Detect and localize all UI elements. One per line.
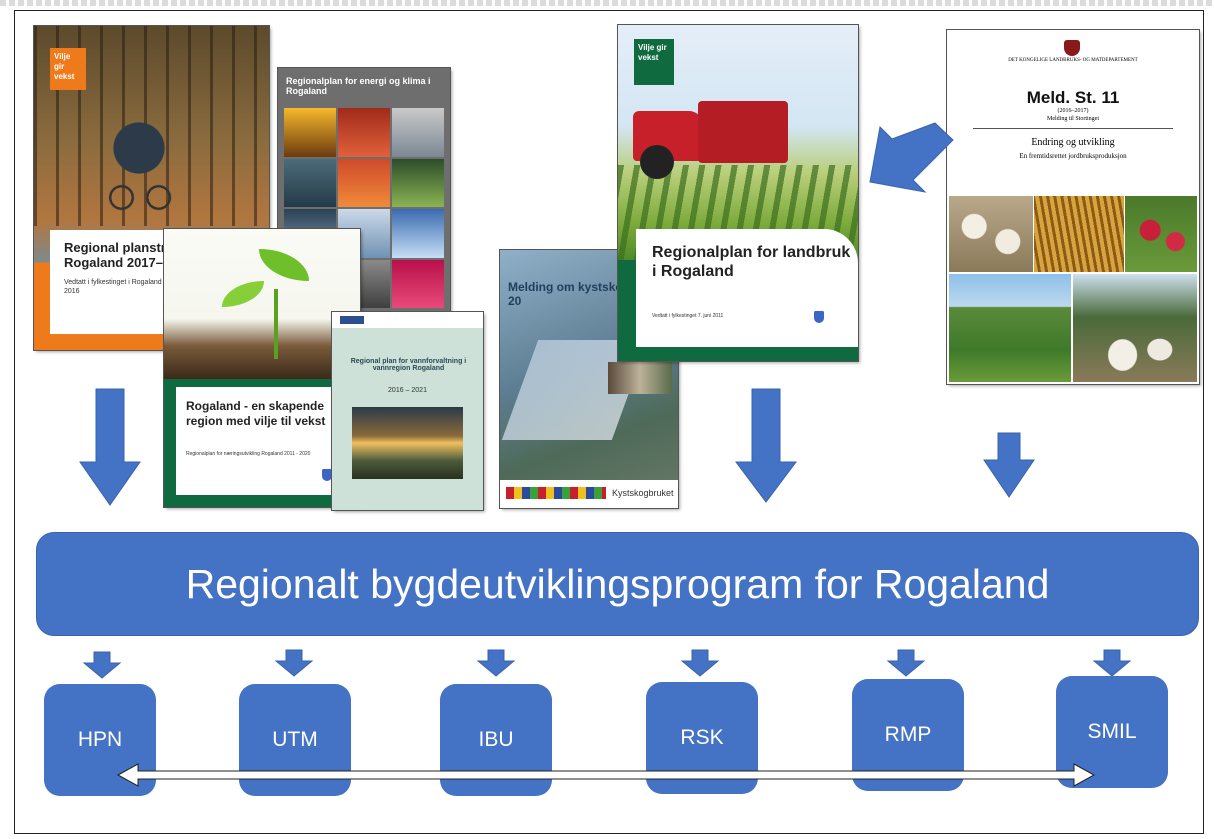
arrow-down-3 [983, 432, 1035, 498]
meld-photo-chickens [949, 196, 1033, 272]
crest-icon [814, 311, 824, 323]
kyst-footer: Kystskogbruket [500, 480, 678, 508]
cover-naeringsutvikling: Rogaland - en skapende region med vilje … [164, 229, 360, 507]
meld-photo-sheep [1073, 274, 1197, 382]
cyclist-figure [104, 121, 174, 211]
vann-title: Regional plan for vannforvaltning i vann… [350, 358, 467, 372]
arrow-diagonal [869, 122, 954, 193]
cover-energi-title: Regionalplan for energi og klima i Rogal… [286, 76, 431, 96]
kyst-photo [608, 362, 672, 394]
cover-meld-st-11: DET KONGELIGE LANDBRUKS- OG MATDEPARTEME… [947, 30, 1199, 384]
planstrategi-subtitle: Vedtatt i fylkestinget i Rogaland 26. ap… [64, 279, 189, 295]
meld-photo-wheat [1034, 196, 1124, 272]
cover-energi-klima: Regionalplan for energi og klima i Rogal… [278, 68, 450, 314]
meld-sub: En fremtidsrettet jordbruksproduksjon [1019, 152, 1127, 160]
arrow-small-ibu [476, 649, 516, 677]
shields-row [506, 487, 606, 499]
naering-subtitle: Regionalplan for næringsutvikling Rogala… [186, 451, 311, 457]
crest-icon [322, 469, 332, 481]
program-smil: SMIL [1056, 676, 1168, 788]
trailer-image [698, 101, 788, 163]
royal-crest-icon [1064, 40, 1080, 56]
meld-ministry: DET KONGELIGE LANDBRUKS- OG MATDEPARTEME… [1008, 58, 1138, 63]
naering-panel: Rogaland - en skapende region med vilje … [176, 387, 360, 495]
planstrategi-title: Regional planstrategi Rogaland 2017–2020 [64, 240, 197, 270]
photo-grid [284, 108, 444, 308]
vann-header-strip [332, 312, 483, 328]
arrow-down-1 [79, 388, 141, 506]
vann-years: 2016 – 2021 [388, 387, 427, 394]
naering-title: Rogaland - en skapende region med vilje … [186, 399, 326, 428]
vilje-badge: Vilje gir vekst [50, 48, 86, 90]
meld-heading: Endring og utvikling [1031, 137, 1115, 148]
cropped-text-strip [0, 0, 1214, 6]
program-rmp: RMP [852, 679, 964, 791]
meld-years: (2016–2017) [1057, 108, 1089, 114]
program-rsk: RSK [646, 682, 758, 794]
program-utm: UTM [239, 684, 351, 796]
meld-title: Meld. St. 11 [1026, 88, 1120, 107]
program-hpn: HPN [44, 684, 156, 796]
arrow-small-utm [274, 649, 314, 677]
figure-frame [14, 10, 1204, 834]
program-banner: Regionalt bygdeutviklingsprogram for Rog… [36, 532, 1199, 636]
arrow-small-smil [1092, 649, 1132, 677]
arrow-small-rsk [680, 649, 720, 677]
vilje-badge: Vilje gir vekst [634, 39, 674, 85]
arrow-small-rmp [886, 649, 926, 677]
cover-planstrategi: Vilje gir vekst Regional planstrategi Ro… [34, 26, 269, 350]
meld-photo-apples [1125, 196, 1197, 272]
cover-landbruk: Vilje gir vekst Regionalplan for landbru… [618, 25, 858, 361]
tractor-wheel [640, 145, 674, 179]
meld-divider [973, 128, 1173, 129]
meld-photo-mountain [949, 274, 1071, 382]
meld-kind: Melding til Stortinget [1047, 116, 1099, 122]
stem [274, 289, 278, 359]
kyst-logo: Kystskogbruket [612, 488, 674, 498]
arrow-down-2 [735, 388, 797, 503]
landbruk-subtitle: Vedtatt i fylkestinget 7. juni 2011 [652, 313, 724, 319]
landbruk-panel: Regionalplan for landbruk i Rogaland Ved… [636, 229, 858, 347]
program-ibu: IBU [440, 684, 552, 796]
landbruk-title: Regionalplan for landbruk i Rogaland [652, 244, 851, 280]
sunset-photo [352, 407, 463, 479]
arrow-small-hpn [82, 651, 122, 679]
cover-vannforvaltning: Regional plan for vannforvaltning i vann… [332, 312, 483, 510]
